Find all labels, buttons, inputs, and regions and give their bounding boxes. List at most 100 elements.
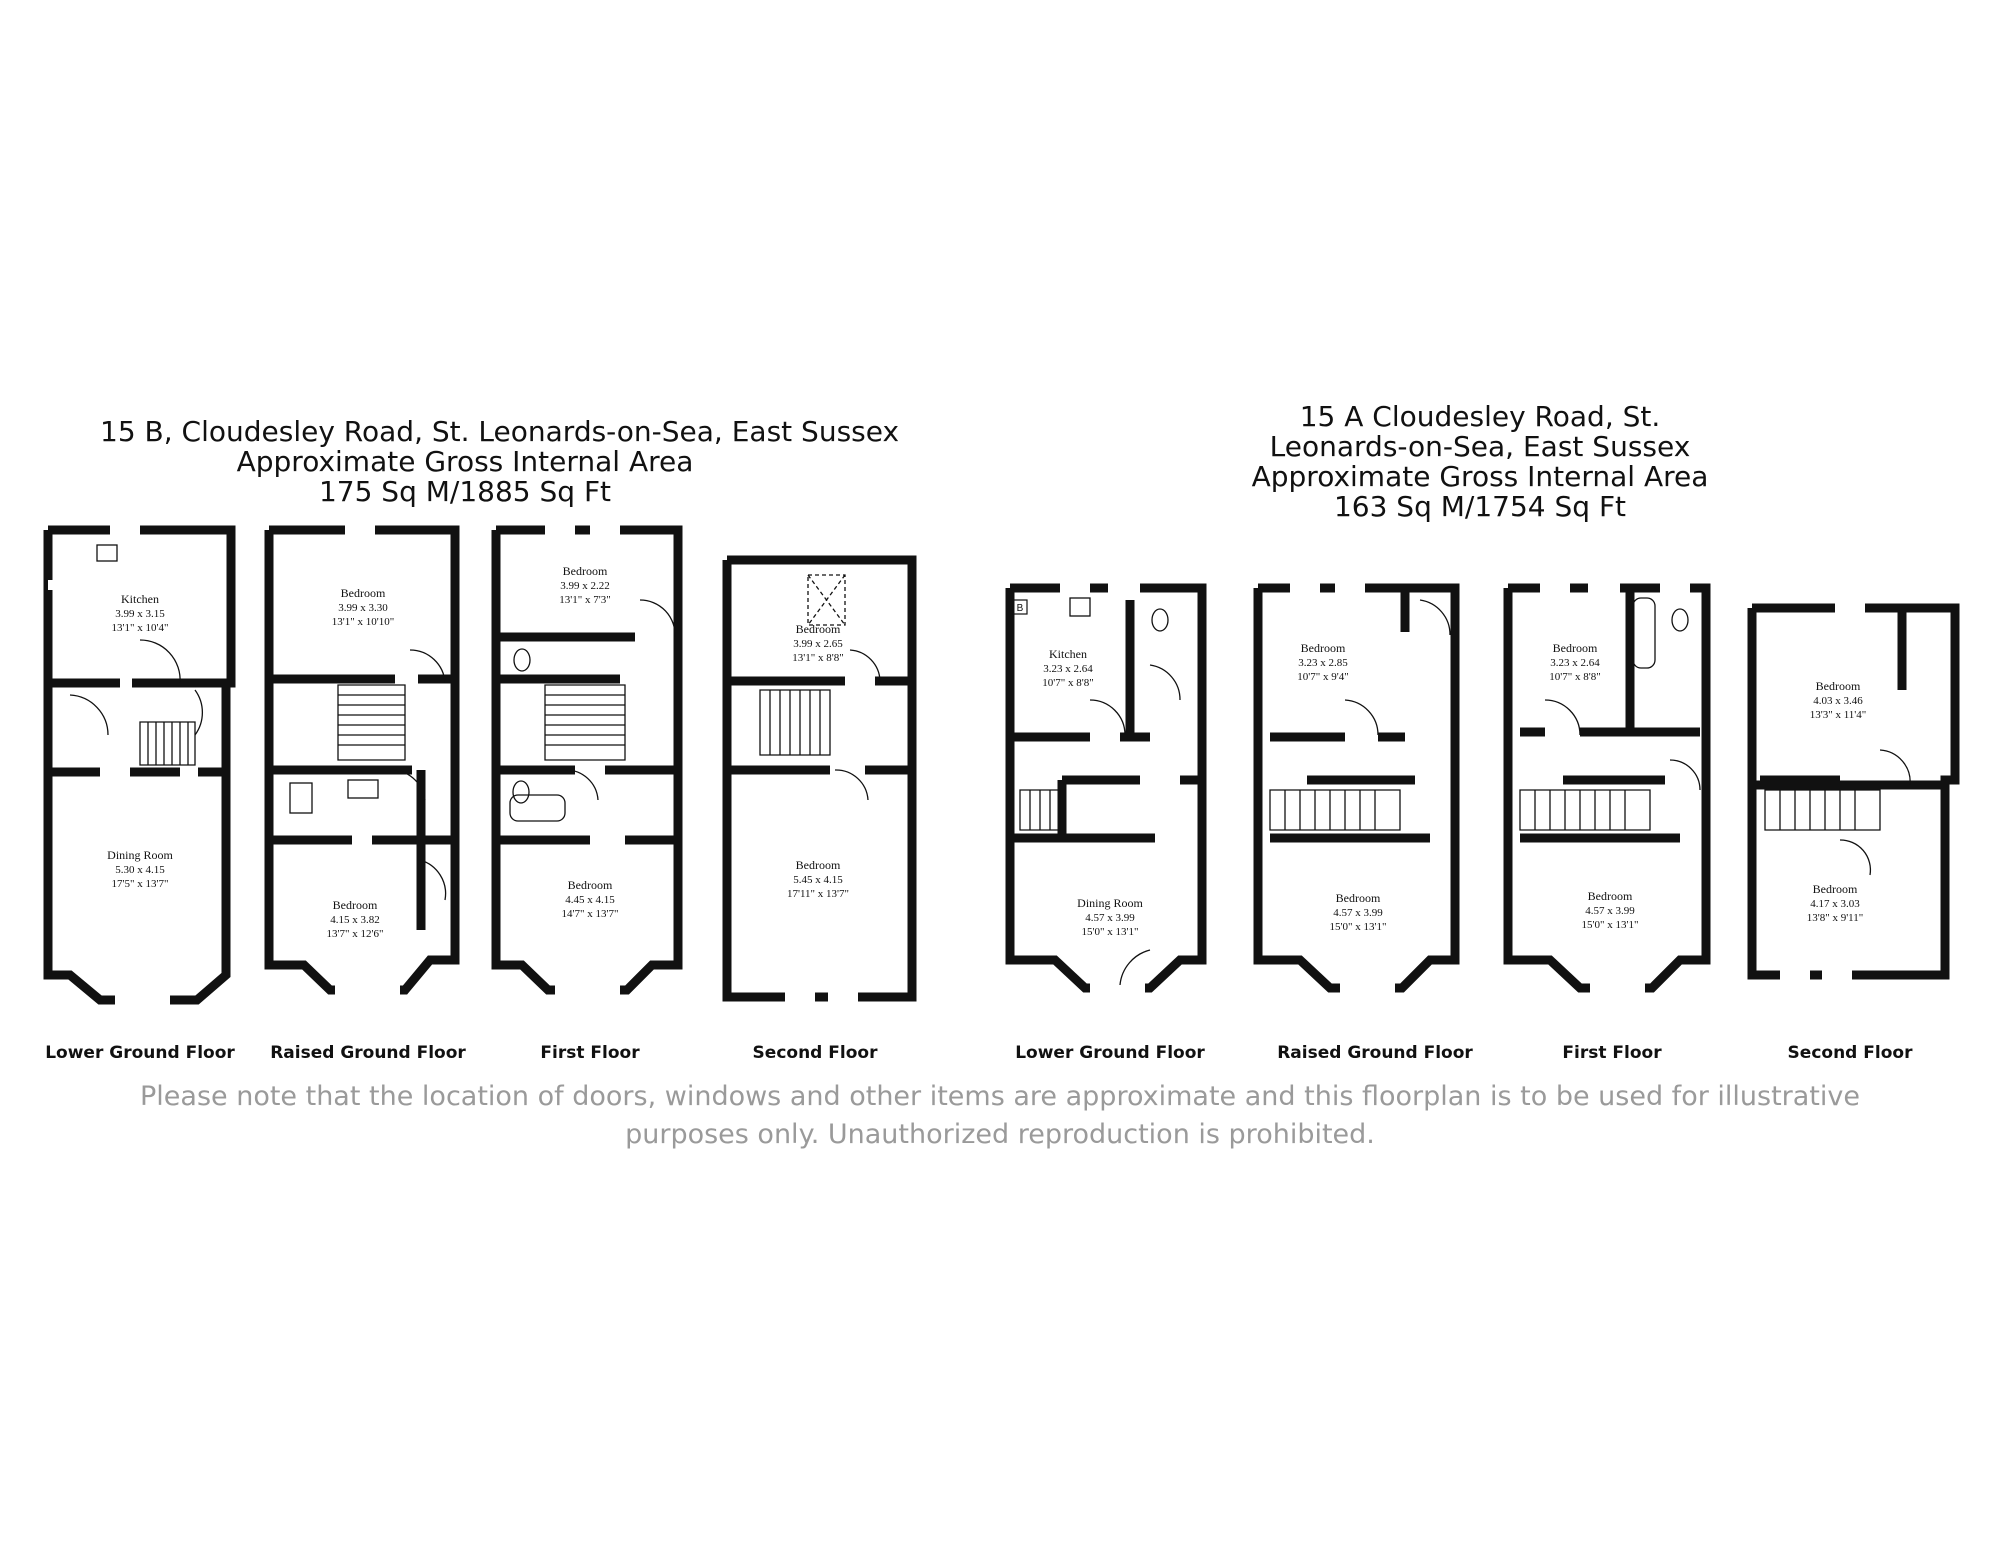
svg-text:Dining Room: Dining Room [107,848,173,862]
svg-text:Kitchen: Kitchen [121,592,159,606]
floor-label-b-second: Second Floor [753,1043,879,1063]
plan-b-first-floor [491,525,683,995]
disclaimer-line-1: Please note that the location of doors, … [140,1081,1860,1112]
svg-text:3.23 x 2.64: 3.23 x 2.64 [1043,663,1093,675]
floor-label-b-raised-ground: Raised Ground Floor [270,1043,466,1063]
room-a-kitchen: Kitchen 3.23 x 2.64 10'7" x 8'8" [1042,647,1093,689]
svg-text:Bedroom: Bedroom [568,878,613,892]
svg-text:Bedroom: Bedroom [1813,882,1858,896]
room-a-raised-bedroom-1: Bedroom 3.23 x 2.85 10'7" x 9'4" [1297,641,1348,683]
room-b-first-bedroom-2: Bedroom 4.45 x 4.15 14'7" x 13'7" [562,878,619,920]
svg-text:Bedroom: Bedroom [341,586,386,600]
property-b-address: 15 B, Cloudesley Road, St. Leonards-on-S… [100,415,900,448]
svg-text:4.03 x 3.46: 4.03 x 3.46 [1813,695,1863,707]
svg-text:13'1" x 8'8": 13'1" x 8'8" [792,652,843,664]
svg-text:13'7" x 12'6": 13'7" x 12'6" [327,928,384,940]
room-b-dining-room: Dining Room 5.30 x 4.15 17'5" x 13'7" [107,848,173,890]
plan-b-raised-ground [264,525,460,995]
svg-text:3.99 x 3.15: 3.99 x 3.15 [115,608,165,620]
svg-text:4.15 x 3.82: 4.15 x 3.82 [330,914,380,926]
plan-b-lower-ground [43,525,236,1005]
disclaimer-line-2: purposes only. Unauthorized reproduction… [625,1119,1375,1150]
svg-text:17'5" x 13'7": 17'5" x 13'7" [112,878,169,890]
room-b-raised-bedroom-1: Bedroom 3.99 x 3.30 13'1" x 10'10" [332,586,394,628]
room-labels-b: Kitchen 3.99 x 3.15 13'1" x 10'4" Dining… [107,564,849,940]
room-a-first-bedroom-2: Bedroom 4.57 x 3.99 15'0" x 13'1" [1582,889,1639,931]
svg-text:13'1" x 10'10": 13'1" x 10'10" [332,616,394,628]
svg-text:13'3" x 11'4": 13'3" x 11'4" [1810,709,1867,721]
property-a-title: 15 A Cloudesley Road, St. Leonards-on-Se… [1230,402,1730,522]
room-a-second-bedroom-1: Bedroom 4.03 x 3.46 13'3" x 11'4" [1810,679,1867,721]
svg-text:10'7" x 8'8": 10'7" x 8'8" [1549,671,1600,683]
plan-a-raised-ground [1253,583,1460,993]
floor-label-a-second: Second Floor [1788,1043,1914,1063]
svg-text:Bedroom: Bedroom [1588,889,1633,903]
svg-text:Kitchen: Kitchen [1049,647,1087,661]
property-a-area-value: 163 Sq M/1754 Sq Ft [1333,490,1627,523]
svg-text:13'1" x 10'4": 13'1" x 10'4" [112,622,169,634]
property-a-address-line2: Leonards-on-Sea, East Sussex [1269,430,1691,463]
property-b-area-heading: Approximate Gross Internal Area [236,445,694,478]
svg-text:Bedroom: Bedroom [796,858,841,872]
svg-text:14'7" x 13'7": 14'7" x 13'7" [562,908,619,920]
svg-text:4.17 x 3.03: 4.17 x 3.03 [1810,898,1860,910]
svg-text:3.99 x 2.22: 3.99 x 2.22 [560,580,610,592]
svg-text:15'0" x 13'1": 15'0" x 13'1" [1582,919,1639,931]
property-b-area-value: 175 Sq M/1885 Sq Ft [318,475,612,508]
svg-text:15'0" x 13'1": 15'0" x 13'1" [1082,926,1139,938]
svg-text:3.99 x 2.65: 3.99 x 2.65 [793,638,843,650]
room-a-dining-room: Dining Room 4.57 x 3.99 15'0" x 13'1" [1077,896,1143,938]
floor-label-a-raised-ground: Raised Ground Floor [1277,1043,1473,1063]
staircases [139,684,1881,831]
svg-text:Dining Room: Dining Room [1077,896,1143,910]
svg-text:Bedroom: Bedroom [333,898,378,912]
svg-text:5.30 x 4.15: 5.30 x 4.15 [115,864,165,876]
svg-text:10'7" x 8'8": 10'7" x 8'8" [1042,677,1093,689]
room-b-second-bedroom-1: Bedroom 3.99 x 2.65 13'1" x 8'8" [792,622,843,664]
floor-label-a-lower-ground: Lower Ground Floor [1015,1043,1205,1063]
room-b-second-bedroom-2: Bedroom 5.45 x 4.15 17'11" x 13'7" [787,858,849,900]
svg-text:Bedroom: Bedroom [796,622,841,636]
svg-text:13'1" x 7'3": 13'1" x 7'3" [559,594,610,606]
floor-label-a-first: First Floor [1562,1043,1662,1063]
floor-label-b-first: First Floor [540,1043,640,1063]
property-a-address-line1: 15 A Cloudesley Road, St. [1299,400,1661,433]
property-a-area-heading: Approximate Gross Internal Area [1251,460,1709,493]
svg-text:Bedroom: Bedroom [563,564,608,578]
windows [48,525,1865,1005]
svg-text:Bedroom: Bedroom [1553,641,1598,655]
interior-details [69,544,1911,986]
svg-text:13'8" x 9'11": 13'8" x 9'11" [1807,912,1864,924]
svg-text:5.45 x 4.15: 5.45 x 4.15 [793,874,843,886]
svg-text:3.23 x 2.85: 3.23 x 2.85 [1298,657,1348,669]
room-b-raised-bedroom-2: Bedroom 4.15 x 3.82 13'7" x 12'6" [327,898,384,940]
plan-a-second-floor [1747,603,1960,980]
boiler-marker-box [1012,599,1028,615]
floor-label-b-lower-ground: Lower Ground Floor [45,1043,235,1063]
room-a-raised-bedroom-2: Bedroom 4.57 x 3.99 15'0" x 13'1" [1330,891,1387,933]
property-b-title: 15 B, Cloudesley Road, St. Leonards-on-S… [100,415,900,508]
room-labels-a: Kitchen 3.23 x 2.64 10'7" x 8'8" Dining … [1042,641,1866,938]
room-b-kitchen: Kitchen 3.99 x 3.15 13'1" x 10'4" [112,592,169,634]
svg-text:3.99 x 3.30: 3.99 x 3.30 [338,602,388,614]
plan-a-first-floor [1503,583,1711,993]
door-swings [69,599,1911,986]
svg-text:Bedroom: Bedroom [1336,891,1381,905]
svg-text:10'7" x 9'4": 10'7" x 9'4" [1297,671,1348,683]
svg-text:17'11" x 13'7": 17'11" x 13'7" [787,888,849,900]
svg-text:Bedroom: Bedroom [1301,641,1346,655]
room-a-first-bedroom-1: Bedroom 3.23 x 2.64 10'7" x 8'8" [1549,641,1600,683]
svg-text:15'0" x 13'1": 15'0" x 13'1" [1330,921,1387,933]
plan-a-lower-ground [1005,583,1207,993]
fixtures [96,544,1689,822]
room-a-second-bedroom-2: Bedroom 4.17 x 3.03 13'8" x 9'11" [1807,882,1864,924]
floor-labels: Lower Ground Floor Raised Ground Floor F… [45,1043,1913,1063]
room-b-first-bedroom-1: Bedroom 3.99 x 2.22 13'1" x 7'3" [559,564,610,606]
svg-text:4.57 x 3.99: 4.57 x 3.99 [1333,907,1383,919]
svg-text:4.45 x 4.15: 4.45 x 4.15 [565,894,615,906]
svg-text:3.23 x 2.64: 3.23 x 2.64 [1550,657,1600,669]
boiler-marker: B [1017,603,1024,614]
svg-text:4.57 x 3.99: 4.57 x 3.99 [1085,912,1135,924]
plan-b-second-floor [722,555,917,1002]
